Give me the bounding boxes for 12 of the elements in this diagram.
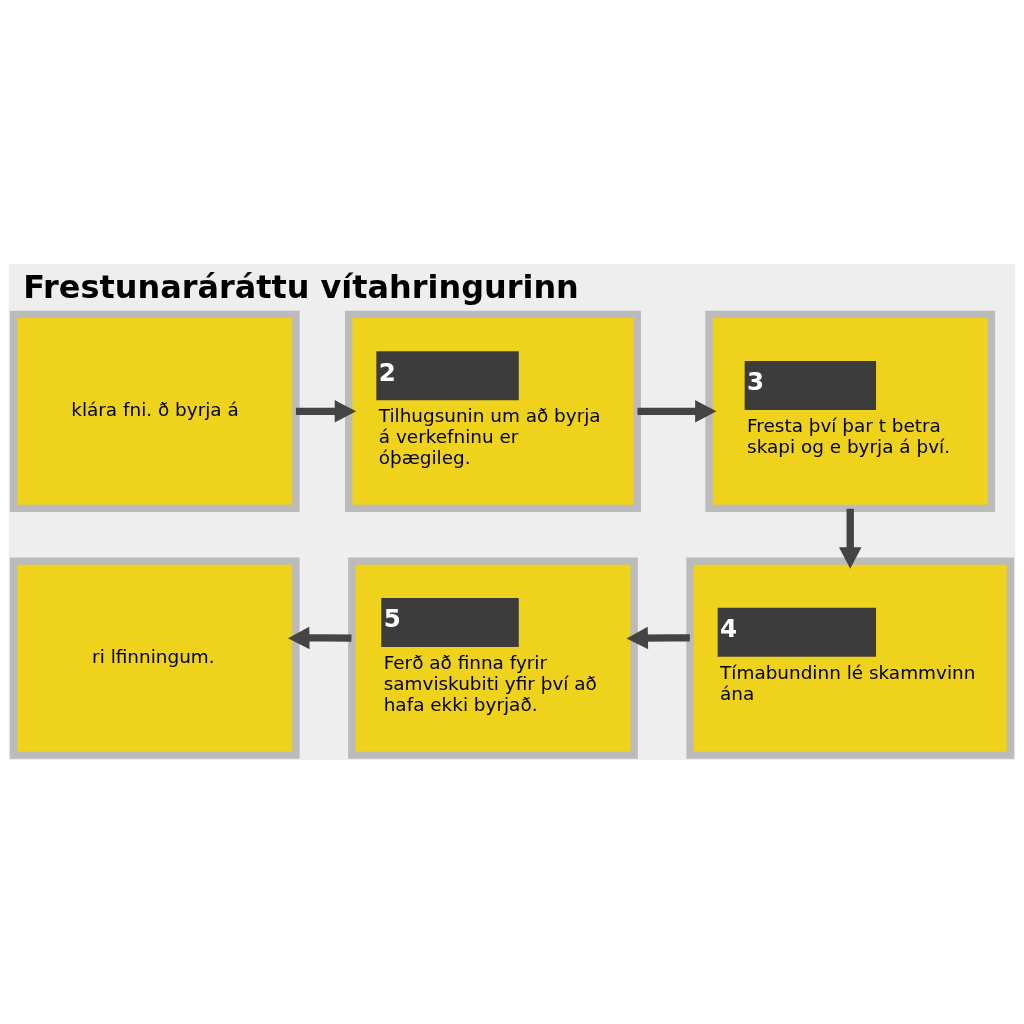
- node-box: 2 Tilhugsunin um að byrja á verkefninu er óþægileg.: [345, 310, 641, 512]
- arrow: [839, 508, 862, 569]
- arrow: [295, 400, 357, 423]
- diagram-title: Frestunaráráttu vítahringurinn: [23, 268, 579, 307]
- arrow: [288, 626, 352, 650]
- node-box: 5 Ferð að finna fyrir samviskubiti yfir því að hafa ekki byrjað.: [348, 557, 638, 759]
- node-box: 4 Tímabundinn lé skammvinn ána: [686, 557, 1015, 759]
- arrow: [626, 626, 690, 650]
- node-box: ri lfinningum.: [9, 557, 300, 759]
- node-box: klára fni. ð byrja á: [9, 310, 300, 512]
- node-box: 3 Fresta því þar t betra skapi og e byrja á því.: [705, 310, 996, 512]
- arrow: [637, 400, 717, 423]
